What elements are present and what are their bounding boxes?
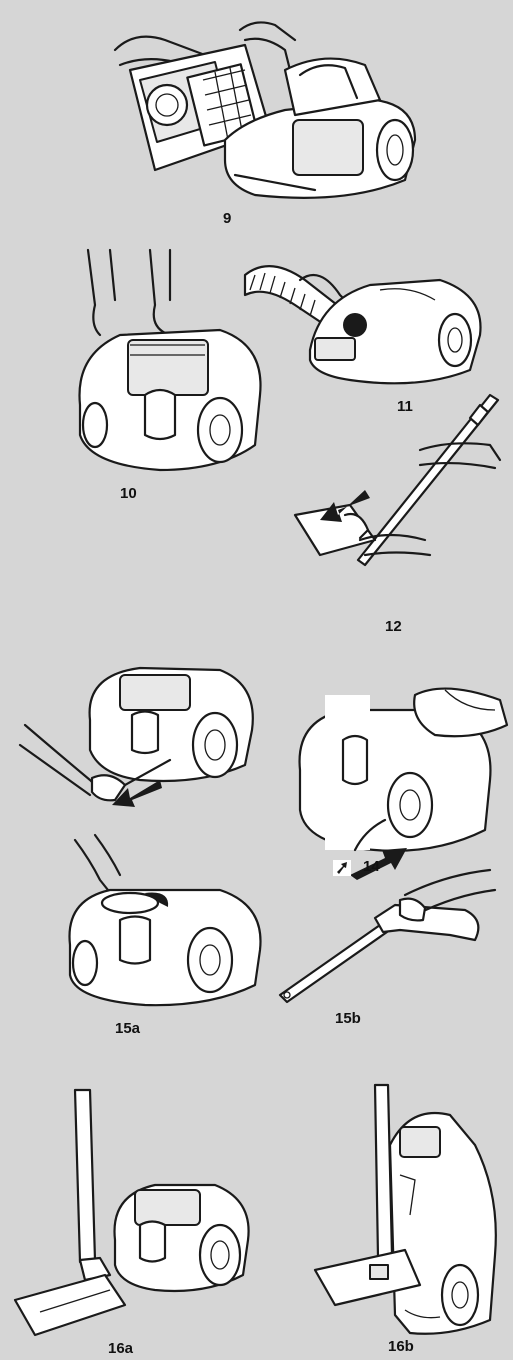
figure-16b: 16b (300, 1085, 505, 1360)
power-dial-illustration (60, 835, 270, 1010)
horizontal-parking-illustration (15, 1090, 255, 1340)
figure-16a: 16a (15, 1090, 255, 1360)
figure-label: 15a (115, 1020, 140, 1037)
figure-13 (20, 660, 260, 820)
figure-label: 12 (385, 618, 402, 635)
figure-label: 9 (223, 210, 231, 227)
figure-15b: 15b (275, 870, 500, 1035)
hose-connection-illustration (240, 240, 490, 400)
figure-label: 16a (108, 1340, 133, 1357)
power-cord-pull-illustration (20, 660, 260, 820)
vertical-parking-illustration (300, 1085, 505, 1340)
figure-15a: 15a (60, 835, 270, 1035)
cord-rewind-illustration (295, 680, 510, 890)
figure-14: 14 (295, 680, 510, 890)
figure-label: 10 (120, 485, 137, 502)
figure-9: 9 (95, 10, 425, 210)
handle-suction-control-illustration (275, 870, 500, 1010)
figure-12: 12 (290, 390, 505, 640)
vacuum-filter-removal-illustration (95, 10, 425, 210)
floor-nozzle-attachment-illustration (290, 390, 505, 620)
figure-label: 15b (335, 1010, 361, 1027)
figure-label: 16b (388, 1338, 414, 1355)
